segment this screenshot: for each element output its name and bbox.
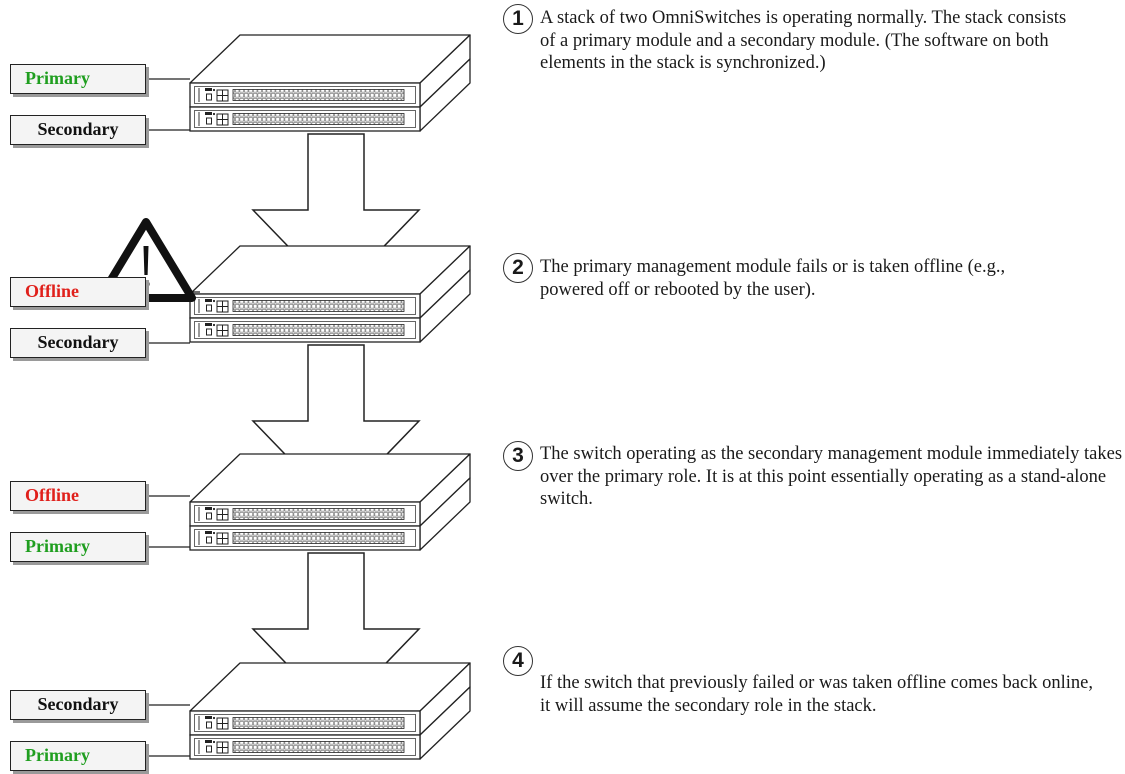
label-secondary: Secondary	[10, 115, 146, 145]
label-secondary: Secondary	[10, 328, 146, 358]
step-2-description: The primary management module fails or i…	[540, 257, 1006, 300]
step-number-4: 4	[503, 646, 533, 676]
switch-stack-4	[190, 663, 470, 759]
label-secondary: Secondary	[10, 690, 146, 720]
step-1-description: A stack of two OmniSwitches is operating…	[540, 8, 1067, 73]
label-offline: Offline	[10, 277, 146, 307]
step-4-description: If the switch that previously failed or …	[540, 673, 1093, 716]
switch-stack-2	[190, 246, 470, 342]
switch-stack-1	[190, 35, 470, 131]
step-number-3: 3	[503, 441, 533, 471]
label-primary: Primary	[10, 532, 146, 562]
label-primary: Primary	[10, 64, 146, 94]
label-primary: Primary	[10, 741, 146, 771]
step-number-2: 2	[503, 253, 533, 283]
connector-lines	[146, 78, 200, 757]
label-offline: Offline	[10, 481, 146, 511]
step-number-1: 1	[503, 4, 533, 34]
step-3-description: The switch operating as the secondary ma…	[540, 444, 1123, 509]
switch-stack-3	[190, 454, 470, 550]
